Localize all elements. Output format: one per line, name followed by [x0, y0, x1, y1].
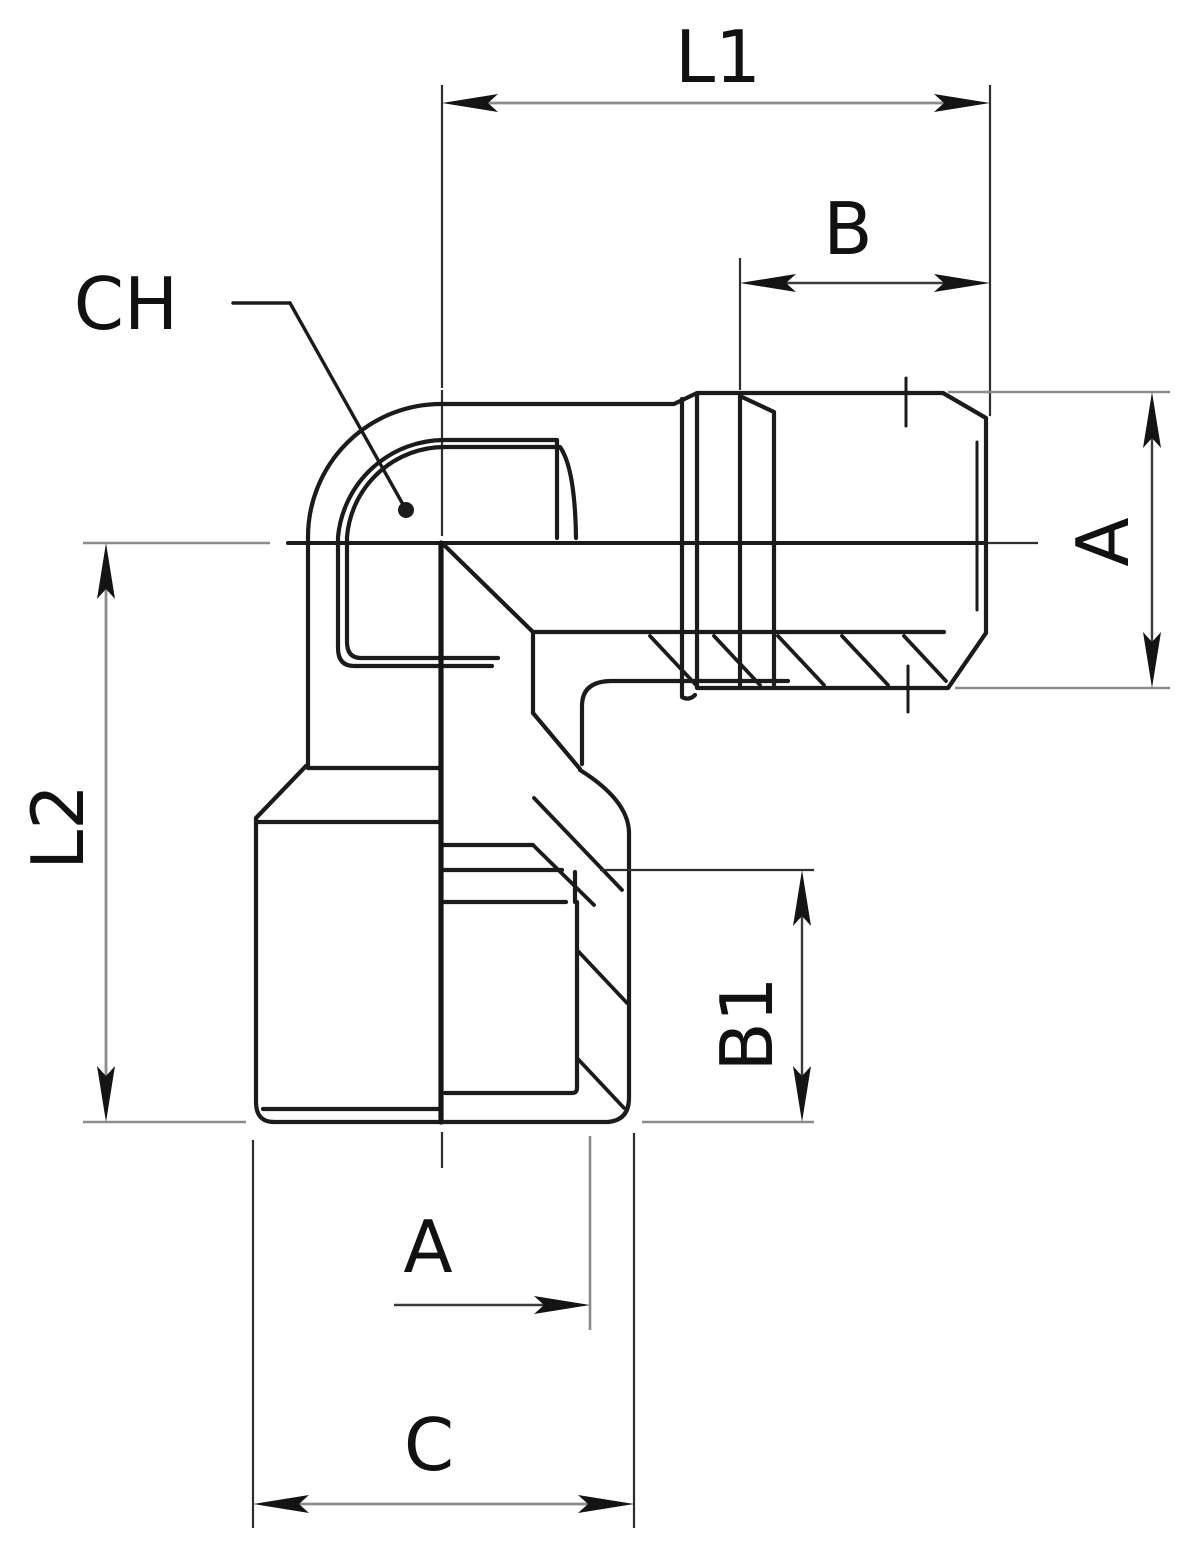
dim-label-a-bottom: A: [403, 1205, 452, 1289]
male-thread-ticks: [904, 376, 910, 714]
dim-label-b1: B1: [705, 976, 789, 1071]
l1-arrow-right: [934, 94, 990, 112]
dimension-b1: B1: [600, 868, 814, 1124]
a-side-arrow-bottom: [1143, 632, 1161, 688]
dim-label-ch: CH: [74, 262, 178, 346]
dim-label-a-side: A: [1061, 517, 1145, 566]
socket-back-top-edge: [579, 678, 791, 767]
b1-arrow-bottom: [793, 1066, 811, 1122]
ch-leader-dot: [398, 502, 414, 518]
body-underside-and-root-line: [439, 540, 947, 716]
dimension-a-bottom: A: [394, 1136, 592, 1330]
b1-arrow-top: [793, 870, 811, 926]
dim-label-c: C: [404, 1403, 454, 1487]
fitting-body: [253, 376, 989, 1125]
dimension-ch: CH: [74, 262, 414, 518]
c-arrow-left: [253, 1495, 309, 1513]
leg-shoulder-and-socket: [253, 710, 632, 1125]
male-thread-hatch-lines: [648, 634, 948, 687]
male-thread-start: [737, 391, 777, 691]
dim-label-b: B: [823, 187, 872, 271]
dim-label-l1: L1: [675, 15, 761, 99]
l2-arrow-top: [97, 543, 115, 599]
dimension-b: B: [738, 187, 990, 390]
c-extension-lines: [251, 1133, 636, 1528]
male-neck-groove: [679, 391, 700, 701]
l1-extension-lines: [440, 85, 992, 416]
socket-cutaway-ledges: [440, 842, 580, 1096]
c-arrow-right: [578, 1495, 634, 1513]
dimension-c: C: [251, 1133, 636, 1528]
l2-arrow-bottom: [97, 1066, 115, 1122]
l1-arrow-left: [442, 94, 498, 112]
elbow-inner-arcs: [335, 437, 579, 669]
elbow-outer-silhouette: [305, 390, 989, 769]
centerlines: [83, 390, 1038, 1168]
dimension-l2: L2: [16, 543, 246, 1124]
ch-leader-line: [231, 301, 407, 510]
a-side-extension-lines: [948, 390, 1170, 690]
a-side-arrow-top: [1143, 392, 1161, 448]
b-arrow-left: [740, 274, 796, 292]
female-thread-hatch-lines: [531, 796, 629, 1110]
dimension-a-side: A: [948, 390, 1170, 690]
dim-label-l2: L2: [16, 784, 100, 870]
a-bottom-arrow: [534, 1296, 590, 1314]
b-arrow-right: [934, 274, 990, 292]
dimension-l1: L1: [440, 15, 992, 416]
